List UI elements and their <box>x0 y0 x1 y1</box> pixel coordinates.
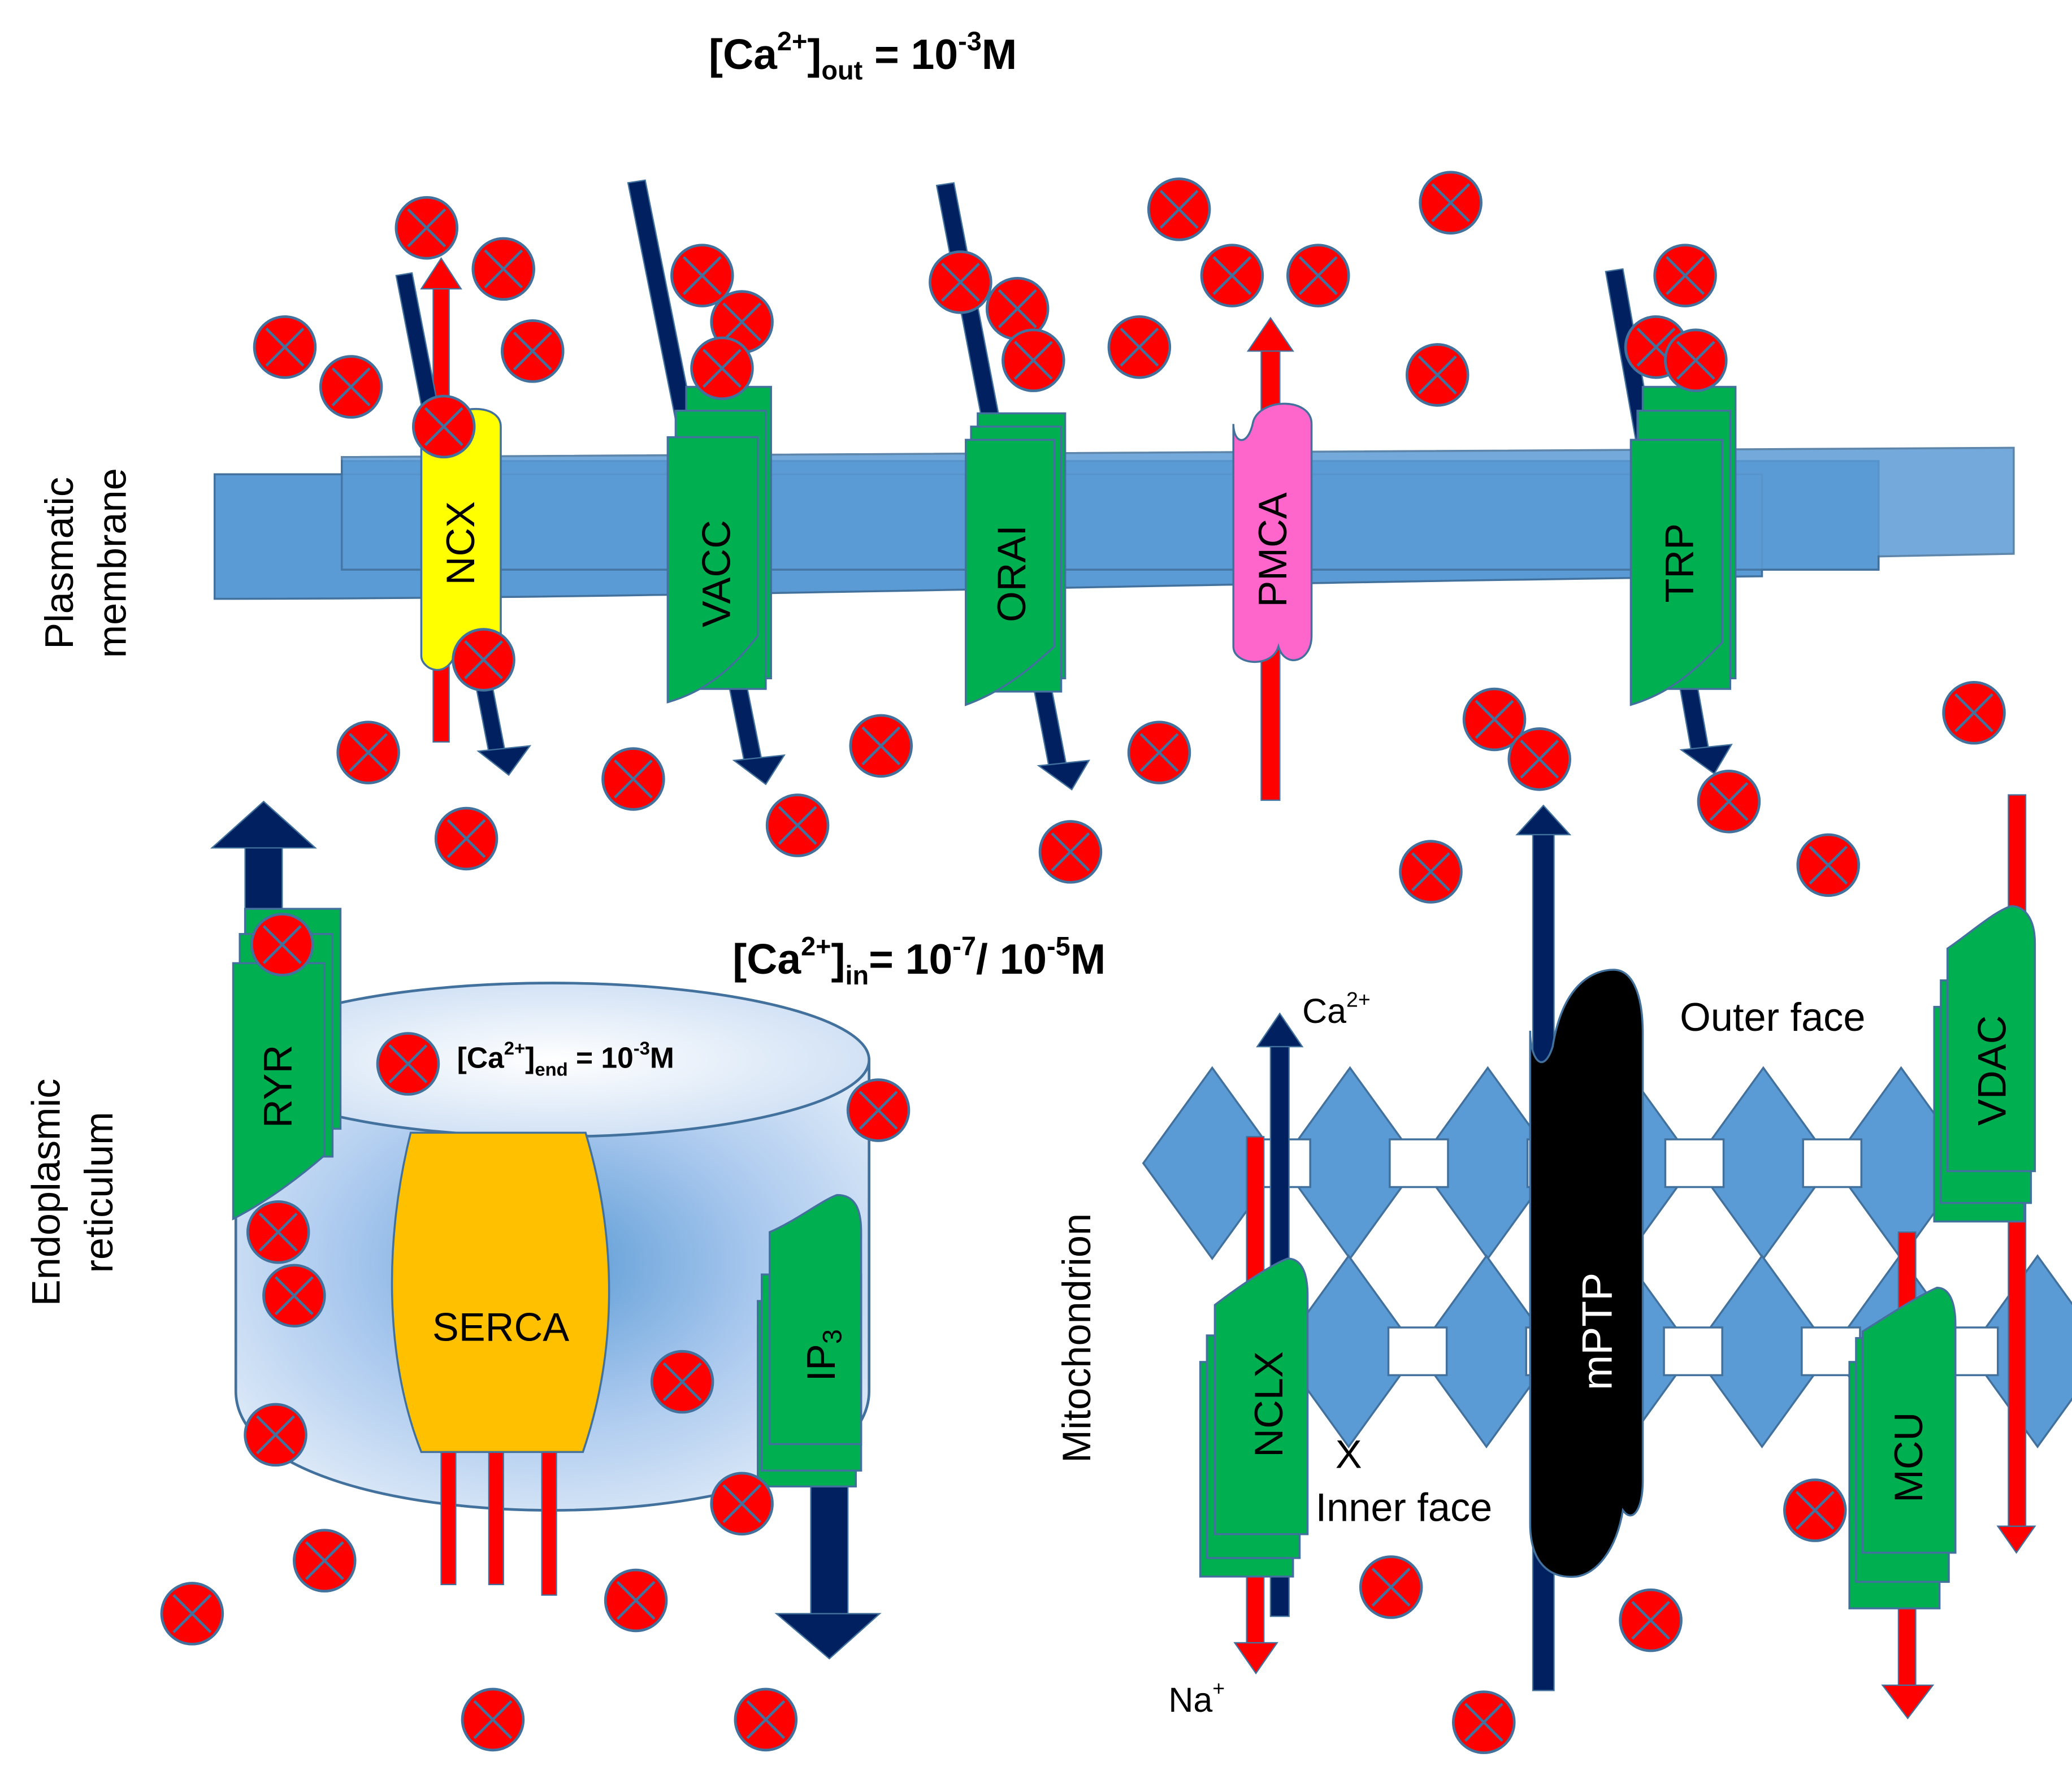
nclx-exchanger: NCLX <box>1199 1257 1309 1578</box>
sodium-ion-label: Na+ <box>1168 1677 1225 1719</box>
calcium-ion <box>1697 770 1761 834</box>
calcium-ion <box>253 315 317 379</box>
vdac-label: VDAC <box>1970 1016 2014 1126</box>
calcium-ions <box>160 171 2006 1754</box>
calcium-ion <box>1452 1690 1516 1754</box>
mitochondrion-label: Mitochondrion <box>1054 1213 1099 1463</box>
mptp-label: mPTP <box>1573 1273 1620 1390</box>
vacc-channel: VACC <box>666 385 772 704</box>
mptp-pore: mPTP <box>1529 969 1644 1578</box>
calcium-ion-label: Ca2+ <box>1302 988 1371 1030</box>
membrane-gap <box>1664 1138 1725 1188</box>
calcium-ion <box>1286 244 1350 307</box>
calcium-ion <box>501 319 565 383</box>
ip3-label: IP3 <box>799 1329 848 1382</box>
calcium-ion <box>765 793 830 857</box>
ryr-label: RYR <box>255 1045 300 1128</box>
calcium-ion <box>1399 840 1463 904</box>
calcium-ion <box>670 244 734 307</box>
membrane-gap <box>1387 1326 1448 1377</box>
cytosolic-concentration-label: [Ca2+]in= 10-7/ 10-5M <box>732 931 1106 990</box>
extracellular-concentration-label: [Ca2+]out = 10-3M <box>709 27 1017 85</box>
calcium-ion <box>849 714 913 778</box>
calcium-ion <box>1619 1588 1683 1652</box>
calcium-ion <box>1038 820 1103 884</box>
calcium-ion <box>160 1582 224 1646</box>
pmca-pump: PMCA <box>1232 402 1313 663</box>
calcium-ion <box>1147 177 1211 241</box>
vacc-label: VACC <box>693 520 738 627</box>
mcu-label: MCU <box>1886 1412 1931 1503</box>
calcium-ion <box>1796 833 1860 897</box>
calcium-ion <box>929 250 992 314</box>
x-mark: X <box>1336 1432 1362 1477</box>
calcium-ion <box>1664 328 1728 392</box>
calcium-ion <box>336 721 400 784</box>
inner-face-label: Inner face <box>1316 1485 1493 1529</box>
calcium-ion <box>250 913 314 977</box>
ryr-navy-arrow-up <box>210 800 317 926</box>
serca-label: SERCA <box>432 1304 569 1349</box>
calcium-ion <box>461 1687 525 1752</box>
ip3-navy-arrow-down <box>774 1483 882 1660</box>
membrane-gap <box>1802 1138 1863 1188</box>
outer-face-label: Outer face <box>1680 995 1865 1039</box>
nclx-label: NCLX <box>1246 1351 1291 1457</box>
calcium-ion <box>293 1529 357 1593</box>
pmca-label: PMCA <box>1250 492 1295 607</box>
calcium-ion <box>452 628 515 692</box>
vdac-channel: VDAC <box>1933 905 2036 1223</box>
calcium-ion <box>1653 244 1717 307</box>
calcium-ion <box>411 394 476 459</box>
calcium-ion <box>710 1472 774 1536</box>
calcium-ion <box>1419 171 1483 235</box>
calcium-ion <box>1783 1478 1847 1542</box>
calcium-ion <box>244 1403 307 1467</box>
trp-label: TRP <box>1657 523 1701 603</box>
calcium-ion <box>1405 343 1470 407</box>
ncx-label: NCX <box>438 501 483 585</box>
calcium-ion <box>1107 315 1172 379</box>
ip3-receptor: IP3 <box>757 1194 862 1488</box>
er-concentration-label: [Ca2+]end = 10-3M <box>457 1038 674 1080</box>
membrane-gap <box>1663 1326 1723 1377</box>
calcium-ion <box>1507 727 1571 791</box>
calcium-ion <box>846 1078 911 1142</box>
trp-channel: TRP <box>1629 385 1737 706</box>
calcium-ion <box>246 1200 310 1264</box>
calcium-ion <box>601 747 665 811</box>
calcium-ion <box>604 1568 668 1633</box>
calcium-ion <box>690 336 754 400</box>
calcium-ion <box>1002 328 1065 392</box>
calcium-ion <box>650 1350 714 1414</box>
calcium-ion <box>1359 1555 1423 1619</box>
calcium-ion <box>434 806 499 871</box>
calcium-ion <box>395 196 459 260</box>
serca-pump: SERCA <box>391 1131 610 1453</box>
membrane-gap <box>1389 1138 1449 1188</box>
calcium-ion <box>1200 244 1264 307</box>
calcium-ion <box>376 1032 440 1096</box>
orai-label: ORAI <box>989 525 1034 622</box>
ncx-exchanger: NCX <box>420 407 502 673</box>
calcium-ion <box>1942 680 2006 745</box>
calcium-ion <box>1127 721 1191 784</box>
calcium-ion <box>985 276 1050 341</box>
calcium-ion <box>1462 687 1527 752</box>
calcium-ion <box>319 355 383 419</box>
calcium-ion <box>734 1687 798 1752</box>
orai-channel: ORAI <box>965 412 1067 706</box>
mcu-uniporter: MCU <box>1848 1286 1957 1609</box>
calcium-ion <box>262 1264 326 1328</box>
calcium-ion <box>471 237 535 301</box>
